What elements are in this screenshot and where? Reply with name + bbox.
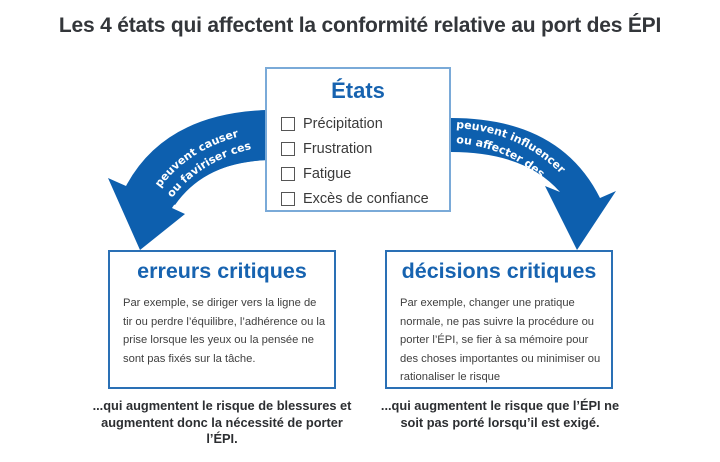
state-label: Fatigue <box>303 165 352 182</box>
state-item-fatigue[interactable]: Fatigue <box>281 161 429 186</box>
state-item-exces-de-confiance[interactable]: Excès de confiance <box>281 186 429 211</box>
critical-errors-caption: ...qui augmentent le risque de blessures… <box>92 398 352 446</box>
state-label: Frustration <box>303 140 373 157</box>
checkbox-icon[interactable] <box>281 141 295 156</box>
critical-decisions-heading: décisions critiques <box>401 259 597 283</box>
state-label: Précipitation <box>303 115 383 132</box>
critical-errors-box: erreurs critiques Par exemple, se dirige… <box>108 250 336 389</box>
checkbox-icon[interactable] <box>281 166 295 181</box>
state-item-frustration[interactable]: Frustration <box>281 136 429 161</box>
critical-decisions-box: décisions critiques Par exemple, changer… <box>385 250 613 389</box>
states-box: États Précipitation Frustration Fatigue … <box>265 67 451 212</box>
critical-decisions-text: Par exemple, changer une pratique normal… <box>400 297 601 383</box>
critical-errors-heading: erreurs critiques <box>137 259 307 283</box>
states-checklist: Précipitation Frustration Fatigue Excès … <box>281 111 429 211</box>
critical-errors-text: Par exemple, se diriger vers la ligne de… <box>123 297 326 365</box>
page-title: Les 4 états qui affectent la conformité … <box>58 14 662 37</box>
state-item-precipitation[interactable]: Précipitation <box>281 111 429 136</box>
right-curved-arrow-icon <box>451 118 616 250</box>
state-label: Excès de confiance <box>303 190 429 207</box>
checkbox-icon[interactable] <box>281 191 295 206</box>
critical-decisions-caption: ...qui augmentent le risque que l’ÉPI ne… <box>380 398 620 430</box>
checkbox-icon[interactable] <box>281 116 295 131</box>
states-heading: États <box>331 78 385 103</box>
